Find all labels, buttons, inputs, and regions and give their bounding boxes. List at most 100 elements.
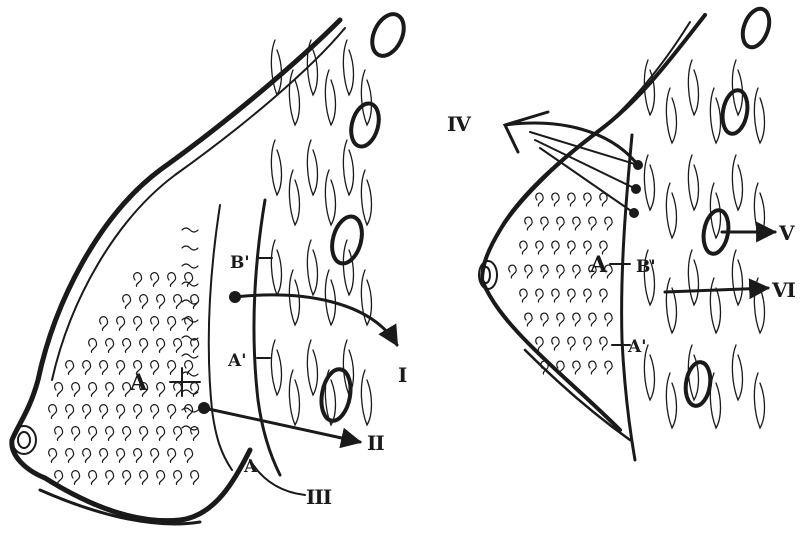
right-glandular-tissue [509,193,612,374]
tissue-loop [361,370,371,425]
tissue-loop [289,170,299,225]
lobule [106,427,114,441]
lobule [140,295,148,309]
lobule [191,339,199,353]
striation [182,228,198,232]
tissue-loop [361,170,371,225]
tissue-loop [361,70,371,125]
lobule [55,427,63,441]
tissue-loop [343,140,353,195]
tissue-loop [289,70,299,125]
lobule [140,471,148,485]
lobule [589,361,596,374]
lobule [66,361,74,375]
tissue-loop [754,373,764,428]
label-V: V [778,221,795,245]
tissue-loop [307,340,317,395]
lobule [536,337,543,350]
lobule [168,273,176,287]
lobule [157,295,165,309]
lobule [106,383,114,397]
lobule [100,449,108,463]
label-III: III [306,485,332,509]
leader-III [250,460,305,495]
lobule [600,289,607,302]
lobule [557,217,564,230]
lobule [89,471,97,485]
tissue-loop [271,140,281,195]
lobule [174,339,182,353]
right-breast-illustration [479,5,775,460]
striation [182,336,198,340]
striation [182,300,198,304]
tissue-loop [271,340,281,395]
label-VI: VI [771,278,796,302]
tissue-loop [307,140,317,195]
lobule [83,405,91,419]
lobule [191,471,199,485]
left-label-A: A [129,370,148,396]
lobule [568,241,575,254]
left-breast-illustration [12,9,410,524]
lobule [557,265,564,278]
lobule [117,405,125,419]
left-breast-outline-inner [52,28,345,380]
lobule [168,361,176,375]
left-label-B-prime: B' [230,253,250,273]
lobule [106,471,114,485]
label-IV: IV [447,112,471,136]
lobule [174,471,182,485]
lobule [600,193,607,206]
right-label-A: A [589,252,608,278]
right-label-A-prime: A' [627,337,646,357]
left-striations [182,228,198,430]
left-nipple [12,426,36,454]
lobule [174,383,182,397]
lobule [55,383,63,397]
tissue-loop [710,88,720,143]
lobule [605,361,612,374]
lobule [72,383,80,397]
lobule [536,289,543,302]
lobule [106,339,114,353]
tissue-loop [325,270,335,325]
lobule [134,449,142,463]
lobule [123,339,131,353]
lobule [168,449,176,463]
lobule [151,317,159,331]
lobule [174,427,182,441]
tissue-loop [710,278,720,333]
lobule [49,405,57,419]
lobule [520,241,527,254]
lobule [134,317,142,331]
lobule [557,313,564,326]
striation [182,354,198,358]
lobule [568,193,575,206]
lobule [509,265,516,278]
right-lymph-nodes [683,5,774,407]
lobule [552,193,559,206]
lobule [151,361,159,375]
lobule [185,273,193,287]
lobule [573,265,580,278]
lobule [157,339,165,353]
right-nipple [479,261,497,289]
lobule [157,471,165,485]
lobule [573,217,580,230]
tissue-loop [271,240,281,295]
lobule [568,289,575,302]
lobule [123,427,131,441]
tissue-loop [666,373,676,428]
lobule [174,295,182,309]
tissue-loop [271,40,281,95]
tissue-loop [754,88,764,143]
lobule [568,337,575,350]
arrow-II [204,408,360,442]
left-fascia-line [254,200,280,475]
tissue-loop [732,345,742,400]
tissue-loop [343,240,353,295]
lobule [83,449,91,463]
label-I: I [398,363,407,387]
lobule [100,361,108,375]
lobule [72,427,80,441]
